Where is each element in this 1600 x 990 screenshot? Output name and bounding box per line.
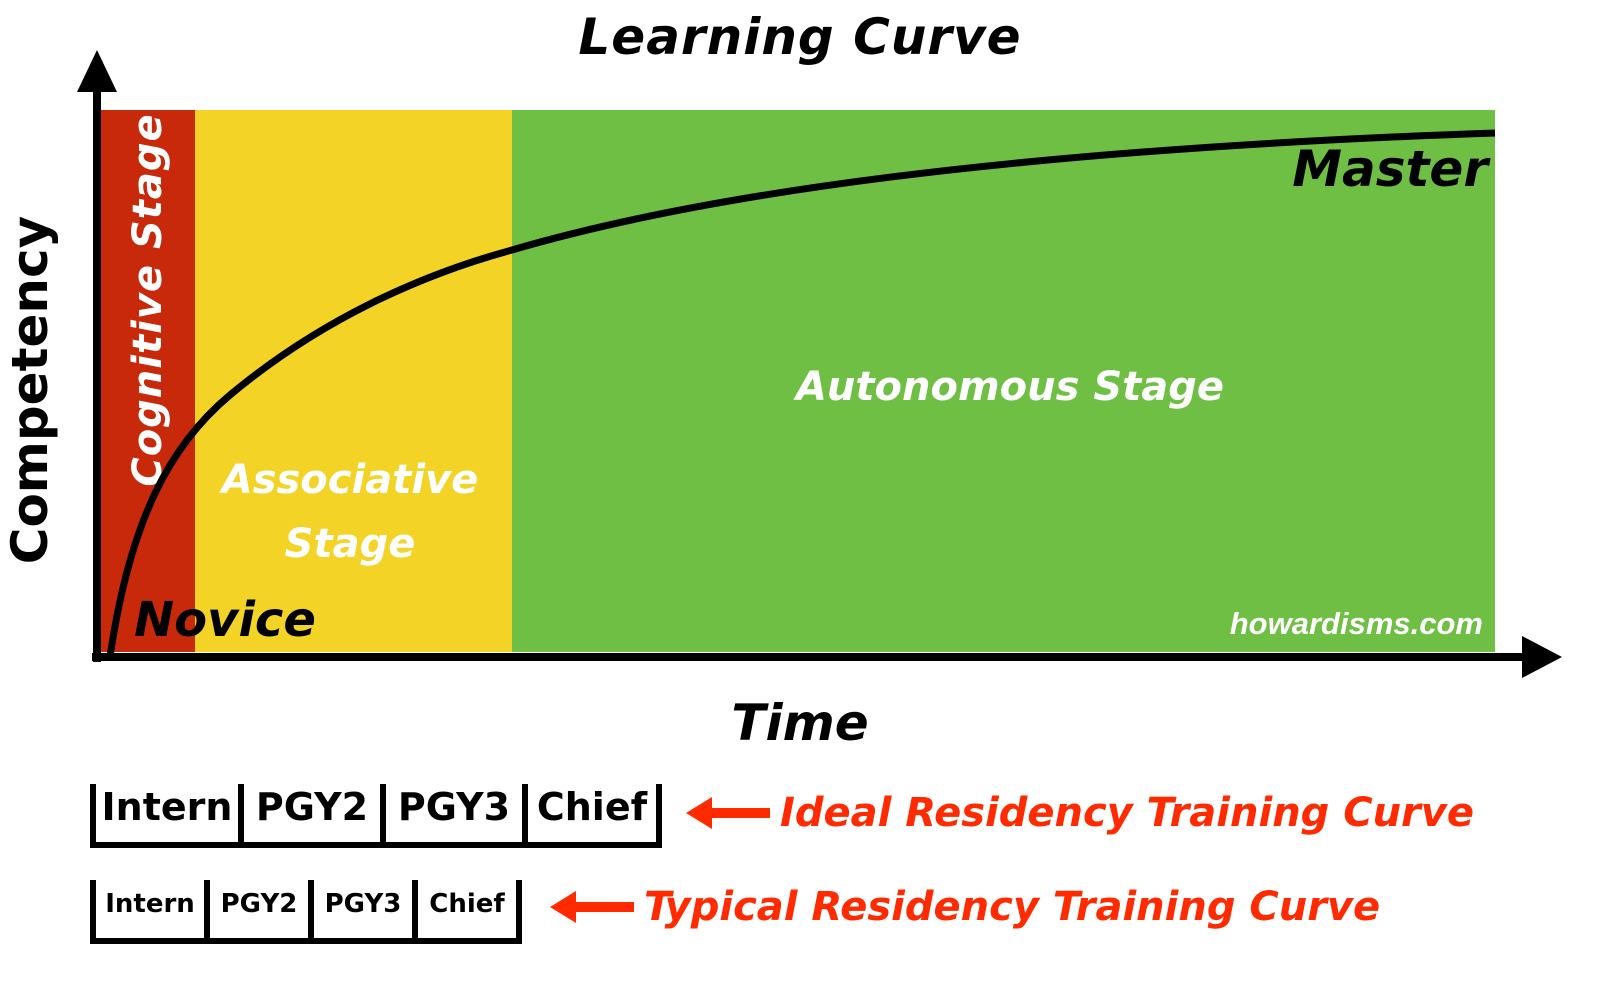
left-arrow-icon: [686, 797, 770, 829]
ideal-caption: Ideal Residency Training Curve: [686, 790, 1474, 836]
ideal-residency-track: Intern PGY2 PGY3 Chief: [90, 784, 662, 848]
associative-stage-line1: Associative: [221, 457, 479, 503]
x-axis-label: Time: [731, 694, 869, 752]
y-axis-arrowhead-icon: [77, 50, 117, 92]
master-label: Master: [1292, 140, 1488, 198]
associative-stage-line2: Stage: [284, 521, 416, 567]
left-arrow-icon: [550, 891, 634, 923]
typical-segment-intern: Intern: [105, 889, 195, 919]
typical-segment-pgy3: PGY3: [308, 880, 412, 938]
autonomous-stage-label: Autonomous Stage: [795, 364, 1225, 410]
ideal-segment-pgy3: PGY3: [380, 784, 522, 842]
typical-segment-pgy2: PGY2: [204, 880, 308, 938]
ideal-segment-pgy2: PGY2: [238, 784, 380, 842]
watermark: howardisms.com: [1229, 606, 1483, 641]
autonomous-stage-band: [512, 110, 1495, 652]
cognitive-stage-band: [100, 110, 195, 652]
associative-stage-label: Associative Stage: [200, 448, 500, 576]
typical-residency-track: Intern PGY2 PGY3 Chief: [90, 880, 522, 944]
y-axis-label: Competency: [1, 215, 59, 565]
ideal-segment-chief: Chief: [522, 784, 656, 842]
typical-segment-chief: Chief: [412, 880, 516, 938]
typical-caption: Typical Residency Training Curve: [550, 884, 1380, 930]
novice-label: Novice: [134, 592, 316, 648]
learning-curve-line: [106, 129, 1496, 658]
typical-caption-text: Typical Residency Training Curve: [644, 884, 1381, 930]
ideal-segment-intern: Intern: [101, 785, 233, 829]
chart-title: Learning Curve: [578, 8, 1022, 66]
x-axis-arrowhead-icon: [1522, 636, 1562, 678]
ideal-caption-text: Ideal Residency Training Curve: [780, 790, 1474, 836]
